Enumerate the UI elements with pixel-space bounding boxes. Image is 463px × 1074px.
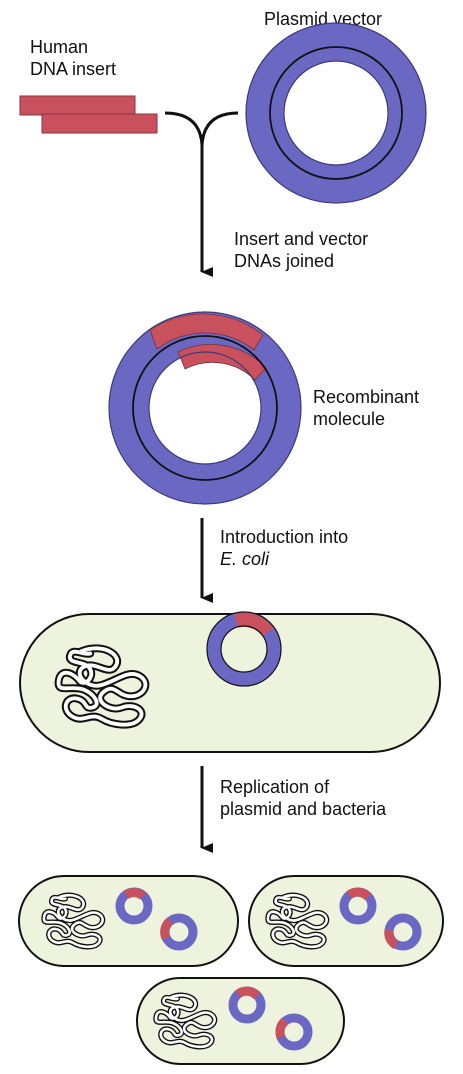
daughter-cell-3 <box>137 978 344 1064</box>
daughter-cell-1 <box>19 876 238 966</box>
daughter-cell-2 <box>249 876 443 966</box>
insert-strand-bottom <box>42 114 157 133</box>
insert-strand-top <box>20 96 135 115</box>
join-arrow <box>165 113 238 272</box>
human-dna-insert <box>20 96 157 133</box>
bacterium-cell <box>20 612 440 752</box>
plasmid-vector-ring <box>246 23 426 203</box>
recombinant-molecule <box>109 312 301 504</box>
